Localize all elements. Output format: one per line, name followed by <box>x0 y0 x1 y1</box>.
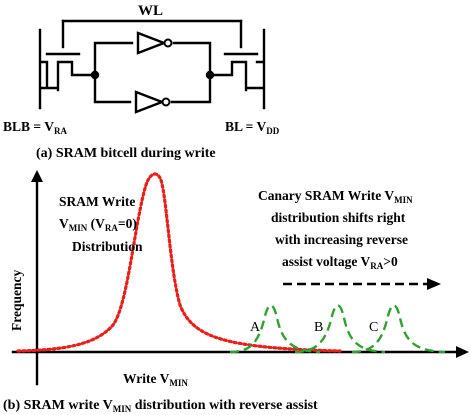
inverter-top <box>136 31 168 55</box>
canary-curve-a <box>229 304 321 354</box>
peak-label-b: B <box>314 320 323 335</box>
baseline-distribution-curve <box>16 172 342 353</box>
inverter-top-bubble <box>163 38 173 48</box>
caption-a: (a) SRAM bitcell during write <box>36 146 216 161</box>
baseline-annotation-line3: Distribution <box>72 239 143 254</box>
x-axis-label: Write VMIN <box>123 371 188 388</box>
vmin-distribution-plot: A B C SRAM Write VMIN (VRA=0) Distributi… <box>3 170 469 414</box>
canary-curve-c <box>351 304 446 354</box>
peak-label-a: A <box>250 320 261 335</box>
access-transistor-right <box>208 28 266 110</box>
canary-annotation-line4: assist voltage VRA>0 <box>282 254 398 271</box>
canary-annotation-line1: Canary SRAM Write VMIN <box>258 188 413 205</box>
sram-bitcell-schematic: WL BLB = VRA BL = VDD (a) SRAM bitcell d… <box>3 3 280 161</box>
caption-b: (b) SRAM write VMIN distribution with re… <box>3 398 318 414</box>
inverter-loop-wires <box>93 41 212 104</box>
canary-annotation-line3: with increasing reverse <box>275 232 408 247</box>
wordline-label: WL <box>138 3 163 19</box>
y-axis-label: Frequency <box>9 270 24 331</box>
y-axis-arrowhead <box>31 170 43 182</box>
bitline-left-label: BLB = VRA <box>3 119 67 136</box>
shift-arrowhead <box>427 278 441 290</box>
baseline-annotation-line1: SRAM Write <box>59 194 135 209</box>
x-axis-arrowhead <box>456 346 469 358</box>
inverter-bottom-bubble <box>161 97 171 107</box>
storage-node-left <box>90 70 100 80</box>
peak-label-c: C <box>369 320 378 335</box>
canary-annotation-line2: distribution shifts right <box>271 210 406 225</box>
bitline-right-label: BL = VDD <box>225 119 280 136</box>
access-transistor-left <box>38 28 97 110</box>
baseline-annotation-line2: VMIN (VRA=0) <box>59 216 137 233</box>
storage-node-right <box>205 70 215 80</box>
canary-curve-b <box>294 304 386 354</box>
inverter-bottom <box>134 90 166 114</box>
